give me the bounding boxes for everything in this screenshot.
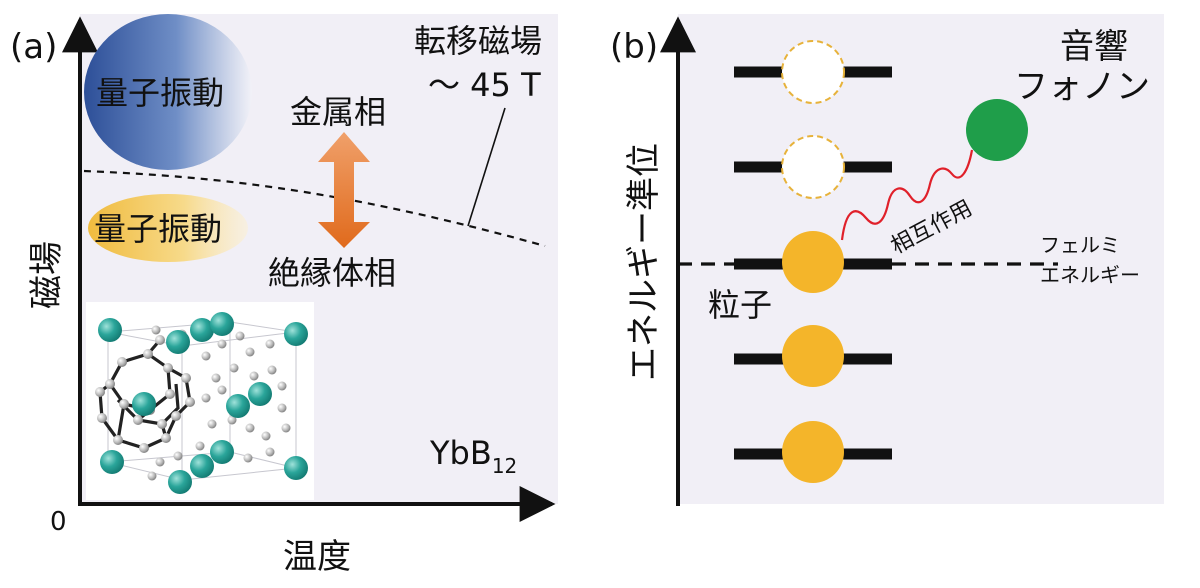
fermi-energy-line2: エネルギー (1040, 263, 1140, 287)
panel-a-y-axis-label: 磁場 (27, 241, 67, 309)
upper-oscillation-region (84, 14, 252, 170)
phonon-label-line2: フォノン (1014, 67, 1150, 107)
particle-1 (782, 421, 844, 483)
lower-oscillation-label: 量子振動 (94, 210, 222, 248)
panel-b-y-axis-label: エネルギー準位 (624, 143, 664, 381)
transition-field-leader (467, 107, 506, 227)
insulator-phase-label: 絶縁体相 (268, 254, 396, 292)
transition-field-value: ～ 45 T (428, 66, 541, 104)
compound-subscript: 12 (492, 454, 517, 478)
particle-2 (782, 325, 844, 387)
phonon-ball (966, 99, 1028, 161)
particle-label: 粒子 (708, 286, 772, 324)
empty-state-upper (781, 40, 845, 104)
panel-a-x-axis-label: 温度 (283, 537, 351, 577)
phonon-label-line1: 音響 (1060, 27, 1128, 67)
empty-state-lower (781, 135, 845, 199)
compound-base: YbB (429, 434, 492, 472)
lower-oscillation-region (88, 194, 248, 262)
panel-a-tag: (a) (10, 27, 57, 67)
interaction-wave (840, 149, 974, 241)
panel-a: (a) 0 温度 磁場 量子振動 量子振動 転移磁場 ～ 45 T 金属相 絶縁… (10, 14, 558, 577)
crystal-structure-inset (86, 302, 314, 500)
panel-b: (b) エネルギー準位 音響 フォノン 相互作用 フェルミ エネルギー 粒子 (610, 14, 1164, 506)
panel-a-origin-label: 0 (50, 507, 67, 537)
compound-label: YbB12 (429, 434, 517, 478)
particle-fermi (782, 231, 844, 293)
upper-oscillation-label: 量子振動 (96, 74, 224, 112)
panel-b-tag: (b) (610, 27, 658, 67)
phase-double-arrow (318, 132, 370, 248)
fermi-energy-line1: フェルミ (1040, 233, 1120, 257)
metal-phase-label: 金属相 (290, 93, 386, 131)
phase-boundary-line (83, 169, 546, 248)
transition-field-title: 転移磁場 (414, 22, 542, 60)
